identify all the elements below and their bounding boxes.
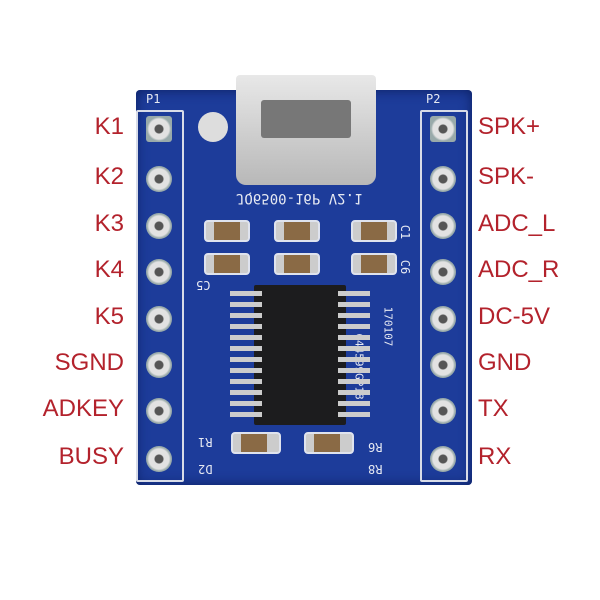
chip-pin (338, 291, 370, 296)
header-pin (430, 446, 456, 472)
silk-c1: C1 (398, 224, 413, 240)
component (274, 220, 320, 242)
header-pin (430, 352, 456, 378)
chip-pin (338, 412, 370, 417)
header-pin (430, 166, 456, 192)
pin-label-left: ADKEY (42, 395, 124, 422)
chip-pin (230, 324, 262, 329)
silk-p1: P1 (146, 92, 161, 106)
header-pin (430, 116, 456, 142)
silk-model: JQ6500-16P V2.1 (236, 190, 363, 206)
pin-label-left: SGND (54, 349, 124, 376)
mounting-hole (198, 112, 228, 142)
chip-pin (230, 335, 262, 340)
chip-pin (338, 379, 370, 384)
component (351, 220, 397, 242)
header-p1 (136, 110, 184, 482)
header-pin (430, 306, 456, 332)
chip-pin (338, 401, 370, 406)
component (231, 432, 281, 454)
header-pin (146, 166, 172, 192)
silk-r6: R6 (368, 440, 383, 454)
pin-label-left: BUSY (58, 443, 124, 470)
header-pin (146, 116, 172, 142)
pin-label-left: K1 (94, 113, 124, 140)
pin-label-right: SPK- (478, 163, 535, 190)
chip-pin (338, 346, 370, 351)
header-pin (430, 213, 456, 239)
chip-pin (338, 368, 370, 373)
header-pin (146, 352, 172, 378)
component (274, 253, 320, 275)
pin-label-left: K5 (94, 303, 124, 330)
header-pin (146, 446, 172, 472)
chip-pin (230, 346, 262, 351)
header-pin (146, 213, 172, 239)
silk-r1: R1 (198, 435, 213, 449)
pin-label-right: SPK+ (478, 113, 541, 140)
pin-label-left: K3 (94, 210, 124, 237)
component (204, 220, 250, 242)
pin-label-right: GND (478, 349, 532, 376)
chip-pin (230, 379, 262, 384)
pin-label-right: RX (478, 443, 512, 470)
component (204, 253, 250, 275)
silk-date: 170107 (381, 306, 395, 347)
header-pin (430, 398, 456, 424)
pcb-board: P1 P2 JQ6500-16P V2.1 C5 C1 C6 170107 C4… (136, 75, 472, 485)
header-pin (146, 398, 172, 424)
component (304, 432, 354, 454)
pin-label-right: ADC_R (478, 256, 560, 283)
chip-pin (338, 324, 370, 329)
ic-chip (230, 285, 370, 425)
chip-pin (230, 291, 262, 296)
header-pin (430, 259, 456, 285)
chip-pin (338, 390, 370, 395)
pin-label-right: DC-5V (478, 303, 551, 330)
pin-label-left: K2 (94, 163, 124, 190)
chip-pin (230, 302, 262, 307)
chip-pin (338, 313, 370, 318)
silk-p2: P2 (426, 92, 441, 106)
pin-label-left: K4 (94, 256, 124, 283)
header-p2 (420, 110, 468, 482)
pin-label-right: TX (478, 395, 509, 422)
silk-d2: D2 (198, 462, 213, 476)
chip-pin (230, 390, 262, 395)
chip-pin (338, 302, 370, 307)
micro-usb-connector (236, 75, 376, 185)
silk-c5: C5 (196, 278, 211, 292)
chip-pin (338, 357, 370, 362)
header-pin (146, 306, 172, 332)
chip-pin (338, 335, 370, 340)
component (351, 253, 397, 275)
silk-c6: C6 (398, 259, 413, 275)
chip-pin (230, 368, 262, 373)
chip-pin (230, 313, 262, 318)
header-pin (146, 259, 172, 285)
chip-pin (230, 357, 262, 362)
chip-pin (230, 412, 262, 417)
silk-r8: R8 (368, 462, 383, 476)
pin-label-right: ADC_L (478, 210, 556, 237)
chip-pin (230, 401, 262, 406)
